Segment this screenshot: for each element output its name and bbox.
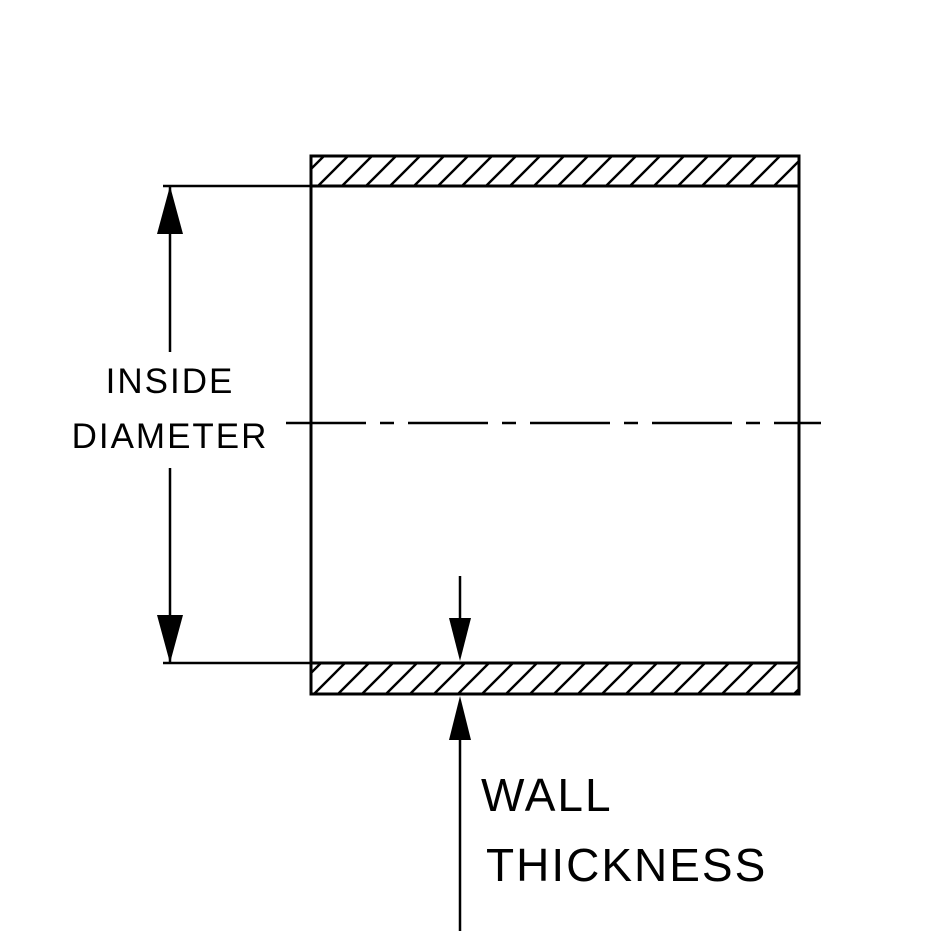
arrow-down-icon bbox=[157, 615, 183, 663]
wall-thickness-callout: WALL THICKNESS bbox=[449, 576, 767, 931]
wall-arrow-up-icon bbox=[449, 696, 471, 740]
inside-diameter-label-line2: DIAMETER bbox=[72, 417, 269, 456]
wall-thickness-label-line2: THICKNESS bbox=[486, 839, 767, 891]
bottom-wall-hatch-band bbox=[309, 661, 801, 696]
wall-arrow-down-icon bbox=[449, 618, 471, 661]
arrow-up-icon bbox=[157, 186, 183, 234]
top-wall-hatch-band bbox=[309, 154, 801, 188]
wall-thickness-label-line1: WALL bbox=[481, 769, 613, 821]
inside-diameter-label-line1: INSIDE bbox=[106, 362, 235, 401]
tube-body-outline bbox=[309, 154, 801, 696]
inside-diameter-dimension: INSIDE DIAMETER bbox=[72, 186, 269, 663]
